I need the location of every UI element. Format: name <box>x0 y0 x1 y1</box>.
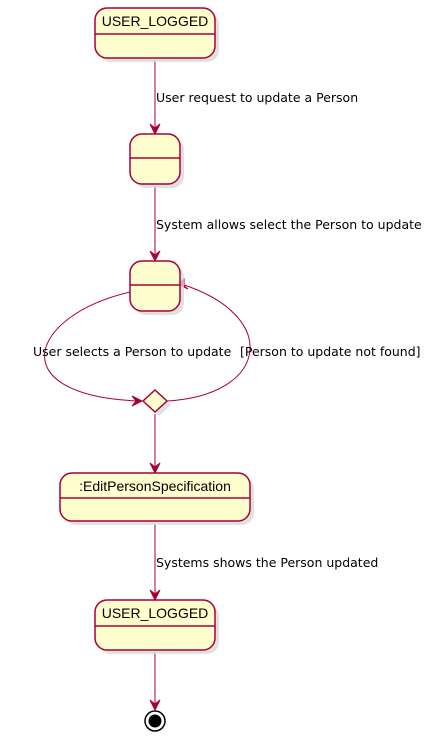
state-title-edit: :EditPersonSpecification <box>79 478 231 494</box>
label-not-found: [Person to update not found] <box>240 344 421 359</box>
transition-request <box>149 60 161 136</box>
transition-shows-updated <box>149 524 161 602</box>
state-select <box>129 260 184 315</box>
choice-diamond <box>141 388 171 416</box>
state-user-logged-end: USER_LOGGED <box>94 599 219 654</box>
label-user-selects: User selects a Person to update <box>33 344 232 359</box>
transition-user-selects <box>44 291 144 407</box>
label-system-allows: System allows select the Person to updat… <box>156 217 422 232</box>
state-request <box>129 133 184 188</box>
label-user-request: User request to update a Person <box>156 90 358 105</box>
state-title-start: USER_LOGGED <box>102 13 209 29</box>
label-shows-updated: Systems shows the Person updated <box>156 555 378 570</box>
final-state <box>144 710 166 732</box>
transition-allow-select <box>149 186 161 263</box>
state-user-logged-start: USER_LOGGED <box>94 7 219 62</box>
transition-to-final <box>149 652 161 712</box>
state-title-end: USER_LOGGED <box>102 605 209 621</box>
state-edit-person-specification: :EditPersonSpecification <box>59 472 254 525</box>
transition-choice-to-edit <box>149 414 161 475</box>
